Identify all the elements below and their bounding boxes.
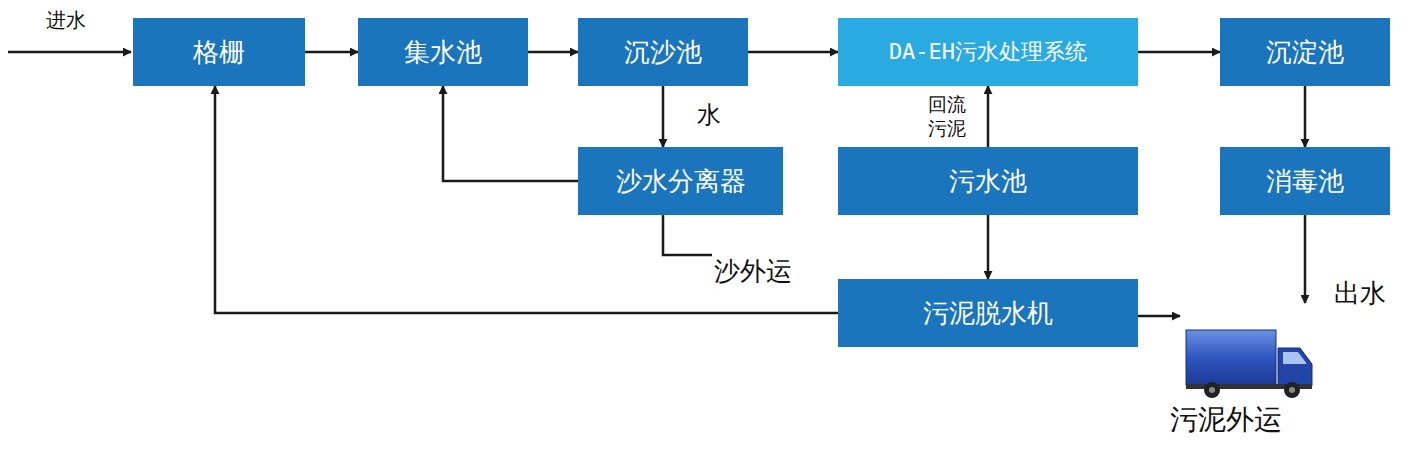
flow-arrow <box>215 86 838 313</box>
settling-tank-box: 沉淀池 <box>1220 18 1390 86</box>
box-text: 格栅 <box>193 38 245 67</box>
box-text: 沉淀池 <box>1266 38 1344 67</box>
grit-chamber-box: 沉沙池 <box>578 18 748 86</box>
flow-arrow <box>528 51 578 54</box>
box-text: 消毒池 <box>1266 167 1344 196</box>
box-text: 集水池 <box>404 38 482 67</box>
screen-box: 格栅 <box>133 18 305 86</box>
truck-icon <box>1186 330 1312 398</box>
sludge-out-arrow <box>1138 315 1180 318</box>
flow-arrow <box>443 86 578 181</box>
flow-arrow <box>305 51 358 54</box>
box-text: 污水池 <box>949 167 1027 196</box>
collection-tank-box: 集水池 <box>358 18 528 86</box>
flow-arrow <box>987 86 990 147</box>
box-text: DA-EH污水处理系统 <box>889 40 1087 64</box>
sand-separator-box: 沙水分离器 <box>578 147 783 215</box>
box-text: 污泥脱水机 <box>923 299 1053 328</box>
sand-out-line <box>663 215 712 255</box>
sewage-tank-box: 污水池 <box>838 147 1138 215</box>
sand-out-label: 沙外运 <box>714 256 792 287</box>
flow-arrow <box>1304 86 1307 147</box>
flow-arrow <box>662 86 665 147</box>
inflow-label: 进水 <box>46 8 86 32</box>
flow-arrow <box>748 51 838 54</box>
flow-arrow <box>987 215 990 279</box>
sludge-dewaterer-box: 污泥脱水机 <box>838 279 1138 347</box>
edge-label: 水 <box>697 100 721 130</box>
outflow-arrow <box>1304 215 1307 303</box>
treatment-system-box: DA-EH污水处理系统 <box>838 18 1138 86</box>
flow-arrow <box>1138 51 1220 54</box>
inflow-arrow <box>8 51 131 54</box>
edge-label: 回流 污泥 <box>928 93 974 141</box>
box-text: 沉沙池 <box>624 38 702 67</box>
box-text: 沙水分离器 <box>616 167 746 196</box>
outflow-label: 出水 <box>1334 278 1386 309</box>
sludge-out-label: 污泥外运 <box>1170 403 1282 437</box>
disinfection-tank-box: 消毒池 <box>1220 147 1390 215</box>
